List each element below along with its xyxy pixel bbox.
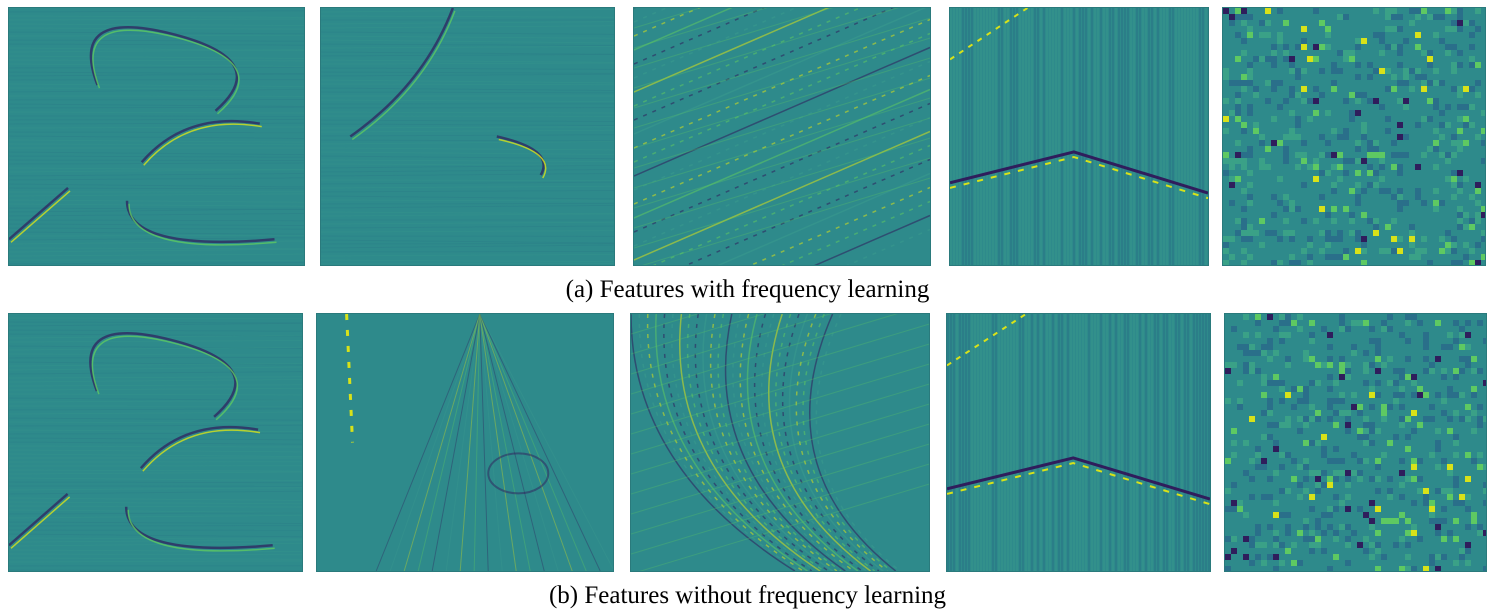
feature-map-a4 bbox=[949, 7, 1209, 266]
feature-map-a2 bbox=[320, 7, 615, 266]
feature-map-a3 bbox=[633, 7, 931, 266]
feature-map-a5 bbox=[1222, 7, 1486, 266]
caption-row-b: (b) Features without frequency learning bbox=[548, 582, 947, 609]
caption-row-a: (a) Features with frequency learning bbox=[565, 276, 930, 303]
feature-map-b5 bbox=[1224, 313, 1487, 572]
feature-map-b2 bbox=[316, 313, 614, 572]
feature-map-b1 bbox=[8, 313, 303, 572]
feature-map-a1 bbox=[8, 7, 305, 266]
feature-map-b4 bbox=[946, 313, 1211, 572]
feature-map-b3 bbox=[630, 313, 930, 572]
